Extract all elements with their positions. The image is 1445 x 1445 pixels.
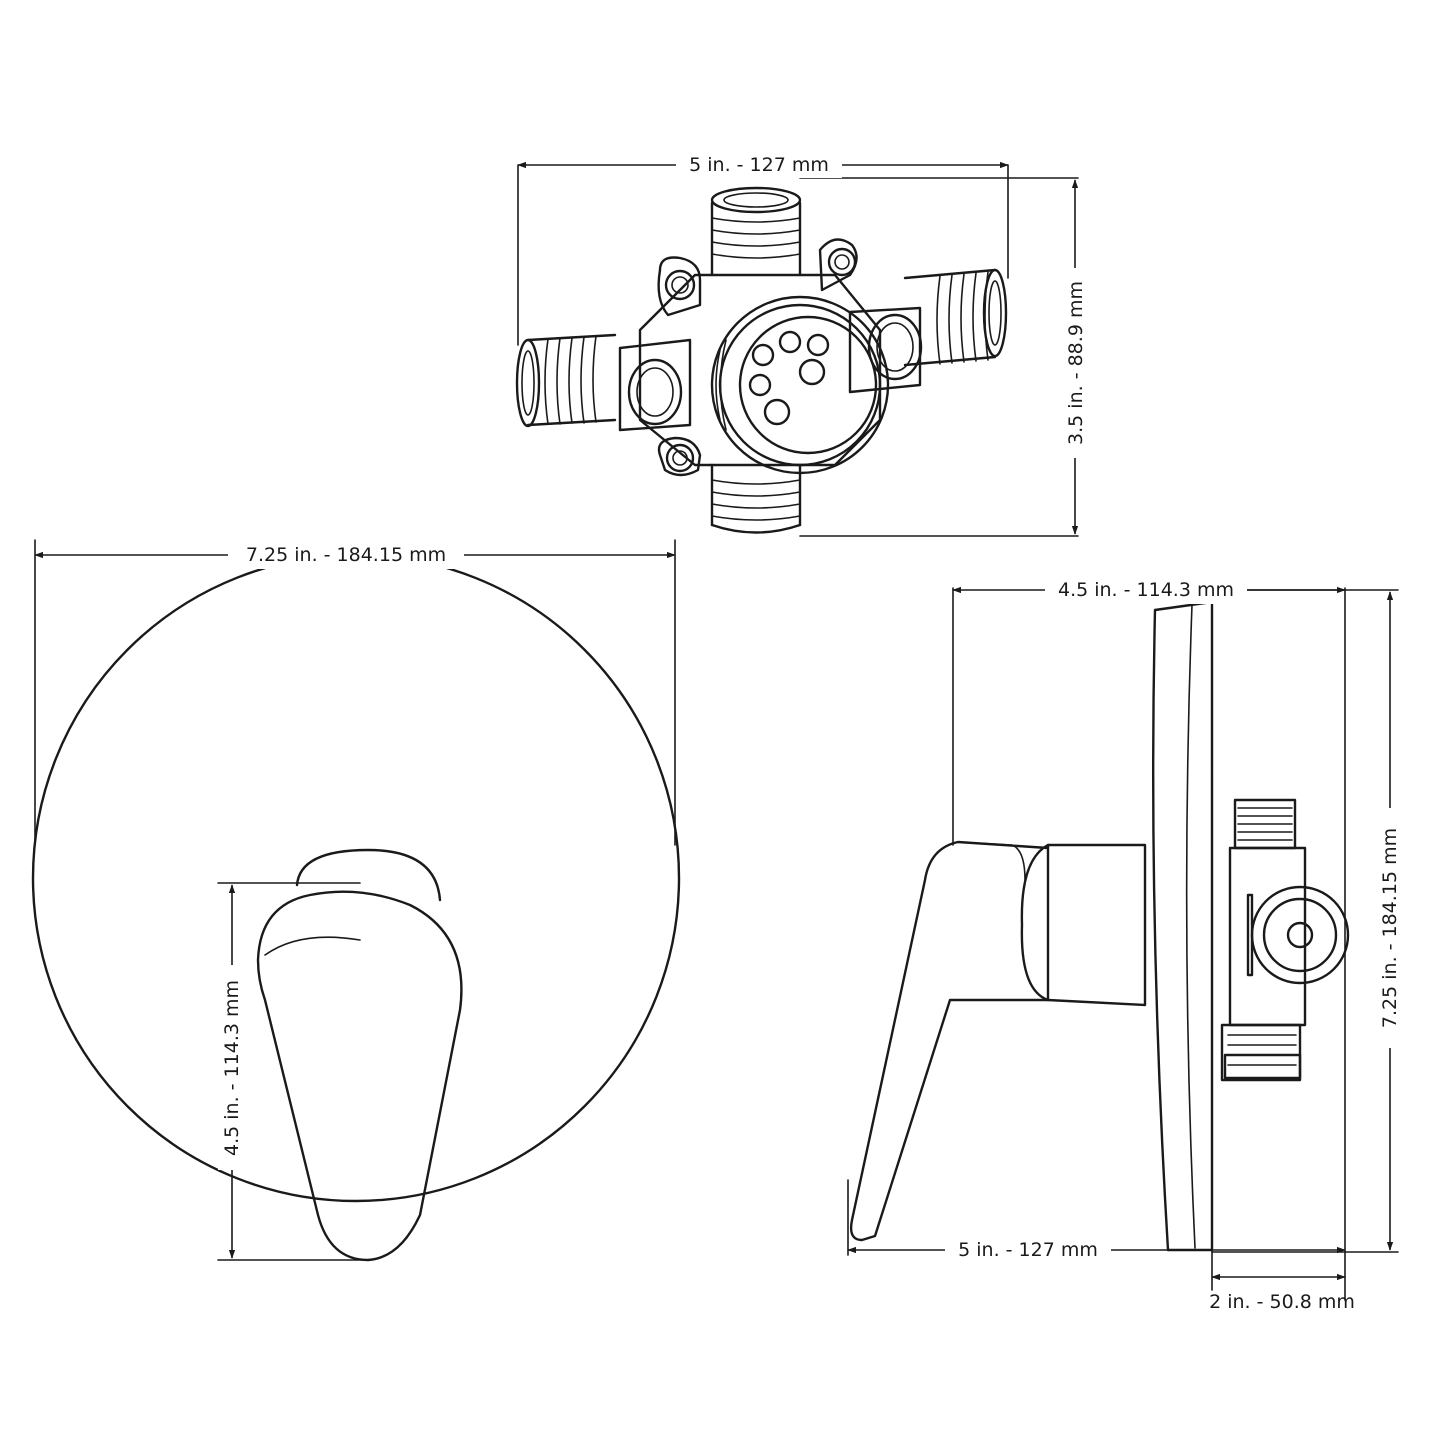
valve-width-label: 5 in. - 127 mm bbox=[689, 154, 829, 176]
valve-height-label: 3.5 in. - 88.9 mm bbox=[1065, 281, 1087, 445]
trim-side-view bbox=[847, 587, 1399, 1301]
side-height-label: 7.25 in. - 184.15 mm bbox=[1379, 828, 1401, 1028]
valve-depth-label: 2 in. - 50.8 mm bbox=[1209, 1291, 1355, 1313]
trim-front-view bbox=[31, 539, 681, 1262]
rough-in-valve bbox=[515, 164, 1079, 537]
trim-diameter-label: 7.25 in. - 184.15 mm bbox=[246, 544, 446, 566]
handle-height-label: 4.5 in. - 114.3 mm bbox=[221, 980, 243, 1156]
dimension-labels: 5 in. - 127 mm 3.5 in. - 88.9 mm 7.25 in… bbox=[218, 150, 1404, 1313]
side-depth-label: 4.5 in. - 114.3 mm bbox=[1058, 579, 1234, 601]
handle-projection-label: 5 in. - 127 mm bbox=[958, 1239, 1098, 1261]
